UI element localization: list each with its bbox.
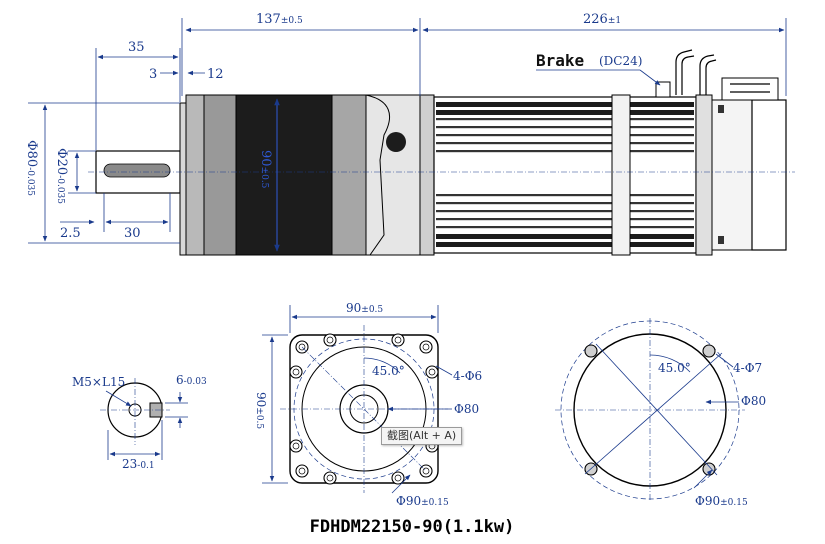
front-width-tol: ±0.5 [361, 305, 383, 315]
front-angle: 45.0° [372, 364, 405, 378]
bolt-hole [391, 333, 405, 347]
fin [436, 218, 694, 221]
flange-pilot-dia: Φ80 [741, 394, 766, 408]
brake-voltage: (DC24) [599, 54, 642, 68]
shaft-section-view: M5×L15 6-0.03 23-0.1 [72, 373, 207, 471]
front-pilot-dia: Φ80 [454, 402, 479, 416]
dim-motor-length: 226 [583, 12, 608, 27]
dim-shaft-dia: Φ20 [54, 148, 69, 175]
front-height: 90 [254, 392, 268, 407]
flange-lip [179, 102, 187, 256]
bolt-hole [295, 464, 309, 478]
dim-gear-length: 137 [256, 12, 281, 27]
front-bolt-holes [289, 333, 439, 485]
key-depth: 23 [122, 457, 137, 471]
dim-three: 3 [149, 67, 157, 82]
bolt-hole [419, 340, 433, 354]
bolt-hole [289, 365, 303, 379]
front-holes: 4-Φ6 [453, 369, 482, 383]
key-width-tol: -0.03 [184, 377, 207, 387]
motor-body [433, 96, 697, 254]
bolt-hole [419, 464, 433, 478]
bolt-hole [425, 365, 439, 379]
dim-motor-length-tol: ±1 [608, 16, 621, 26]
thread-label: M5×L15 [72, 375, 125, 389]
front-width: 90 [346, 301, 361, 315]
brake-label: Brake [536, 51, 584, 70]
fin [436, 242, 694, 247]
svg-text:Φ90±0.15: Φ90±0.15 [396, 494, 449, 508]
svg-text:137±0.5: 137±0.5 [256, 12, 303, 27]
gearbox-ring-3 [331, 94, 367, 256]
dim-key-offset: 2.5 [60, 226, 81, 241]
shaft-key [103, 163, 171, 178]
key-depth-tol: -0.1 [137, 461, 154, 471]
front-pcd: Φ90 [396, 494, 421, 508]
fin [436, 126, 694, 129]
flange-view: 45.0° 4-Φ7 Φ80 Φ90±0.15 [555, 318, 766, 508]
gearbox-body [235, 94, 333, 256]
front-height-tol: ±0.5 [254, 407, 264, 429]
dim-flange-dia: Φ80 [24, 140, 39, 167]
fin [436, 226, 694, 229]
screenshot-tooltip: 截图(Alt + A) [381, 427, 463, 445]
dim-body-height-tol: ±0.5 [259, 167, 269, 189]
flange-pcd: Φ90 [695, 494, 720, 508]
front-view: 45.0° 90±0.5 90±0.5 4-Φ6 Φ80 Φ90±0.15 [254, 301, 482, 508]
flange-holes: 4-Φ7 [733, 361, 762, 375]
terminal-box [721, 77, 779, 101]
motor-front-flange [419, 94, 435, 256]
svg-text:90±0.5: 90±0.5 [346, 301, 383, 315]
bolt-hole [391, 471, 405, 485]
svg-text:Φ90±0.15: Φ90±0.15 [695, 494, 748, 508]
fin [436, 234, 694, 239]
dim-shaft-dia-tol: -0.035 [55, 175, 65, 204]
dim-flange-dia-tol: -0.035 [25, 167, 35, 196]
bolt-hole [323, 471, 337, 485]
front-pcd-tol: ±0.15 [421, 498, 449, 508]
fin [436, 194, 694, 197]
fin [436, 118, 694, 121]
fin [436, 150, 694, 153]
fin [436, 142, 694, 145]
fin [436, 110, 694, 115]
motor-rear-flange [695, 94, 713, 256]
bolt-hole [702, 344, 716, 358]
svg-text:Φ20-0.035: Φ20-0.035 [54, 148, 69, 204]
fin [436, 210, 694, 213]
svg-text:6-0.03: 6-0.03 [176, 373, 207, 387]
key-width: 6 [176, 373, 184, 387]
bolt-hole [289, 439, 303, 453]
svg-text:90±0.5: 90±0.5 [254, 392, 268, 429]
gearbox-ring-1 [185, 94, 205, 256]
svg-text:226±1: 226±1 [583, 12, 621, 27]
brake-housing [711, 99, 753, 251]
side-view: 137±0.5 226±1 35 3 12 Φ80-0.035 Φ20-0.03… [24, 12, 795, 256]
dim-gear-length-tol: ±0.5 [281, 16, 303, 26]
brake-connector [655, 81, 671, 98]
encoder-cover [751, 99, 787, 251]
dim-shaft-length: 35 [128, 40, 145, 55]
fin [436, 202, 694, 205]
fin [436, 134, 694, 137]
fin [436, 102, 694, 107]
svg-text:23-0.1: 23-0.1 [122, 457, 155, 471]
cap-screw [386, 132, 406, 152]
flange-pcd-tol: ±0.15 [720, 498, 748, 508]
gearbox-ring-2 [203, 94, 237, 256]
cooling-fins [436, 102, 694, 247]
svg-text:Φ80-0.035: Φ80-0.035 [24, 140, 39, 196]
model-title: FDHDM22150-90(1.1kw) [310, 517, 515, 537]
svg-text:90±0.5: 90±0.5 [258, 150, 273, 189]
bolt-hole [323, 333, 337, 347]
dim-body-height: 90 [258, 150, 273, 167]
dim-key-length: 30 [124, 226, 141, 241]
dim-twelve: 12 [207, 67, 224, 82]
bolt-hole [584, 344, 598, 358]
flange-angle: 45.0° [658, 361, 691, 375]
motor-band [611, 94, 631, 256]
